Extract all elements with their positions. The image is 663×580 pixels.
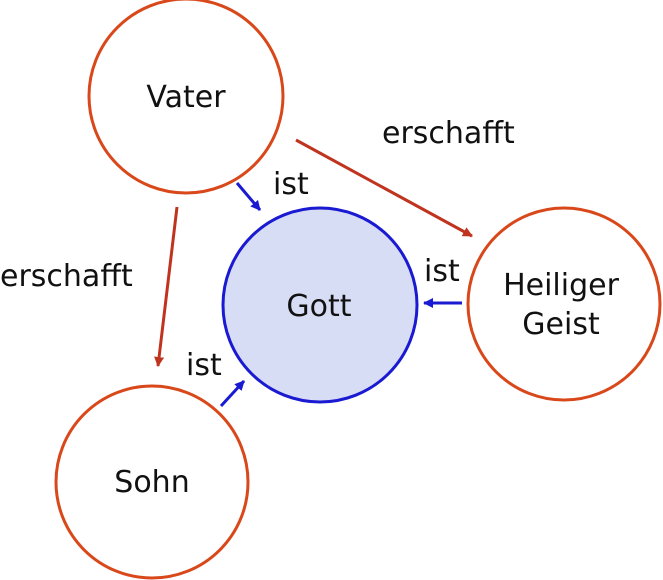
node-vater-circle xyxy=(87,0,285,195)
edge-sohn-gott-label: ist xyxy=(186,348,222,383)
node-sohn-circle xyxy=(54,384,250,580)
edge-geist-gott-label: ist xyxy=(424,254,460,289)
node-geist-label-line1: Heiliger xyxy=(503,268,620,303)
edge-vater-gott-arrow xyxy=(235,182,262,211)
node-gott-circle xyxy=(221,206,419,404)
edge-vater-geist-arrow xyxy=(295,138,473,238)
node-geist-circle xyxy=(466,206,662,402)
node-geist-label-line2: Geist xyxy=(522,307,600,342)
node-sohn-label: Sohn xyxy=(114,465,189,500)
edge-vater-gott-label: ist xyxy=(273,167,309,202)
edge-vater-sohn-arrow xyxy=(154,206,179,367)
node-vater-label: Vater xyxy=(146,80,226,115)
edge-vater-sohn-label: erschafft xyxy=(0,259,133,294)
node-gott-label: Gott xyxy=(286,289,351,324)
edge-vater-geist-label: erschafft xyxy=(382,116,515,151)
edge-sohn-gott-arrow xyxy=(219,379,246,408)
